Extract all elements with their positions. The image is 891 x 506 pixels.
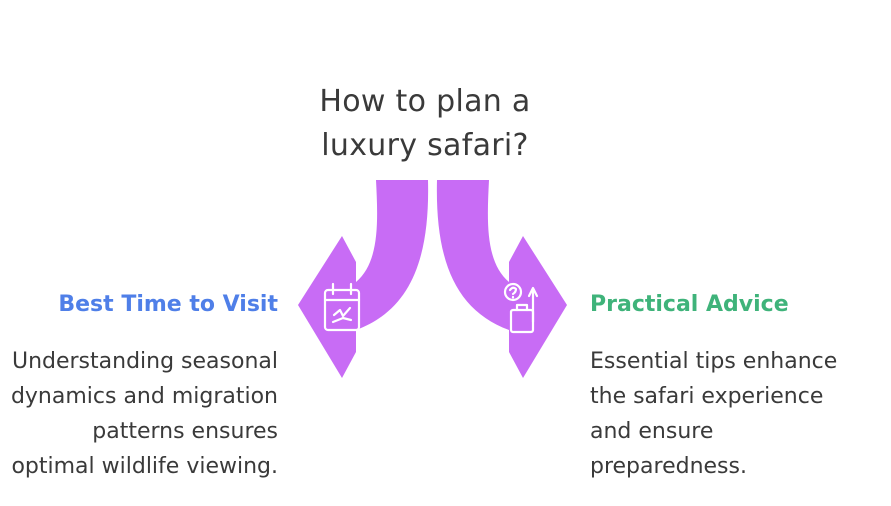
branch-heading-best-time: Best Time to Visit	[58, 292, 278, 317]
branch-description-best-time: Understanding seasonal dynamics and migr…	[10, 349, 278, 479]
right-arrow	[436, 180, 567, 378]
branch-description-practical-advice: Essential tips enhance the safari experi…	[590, 349, 838, 479]
luggage-icon	[503, 282, 539, 334]
diagram-title: How to plan a luxury safari?	[319, 84, 531, 163]
left-arrow	[298, 180, 429, 378]
calendar-icon	[323, 282, 361, 332]
branch-heading-practical-advice: Practical Advice	[590, 292, 789, 317]
